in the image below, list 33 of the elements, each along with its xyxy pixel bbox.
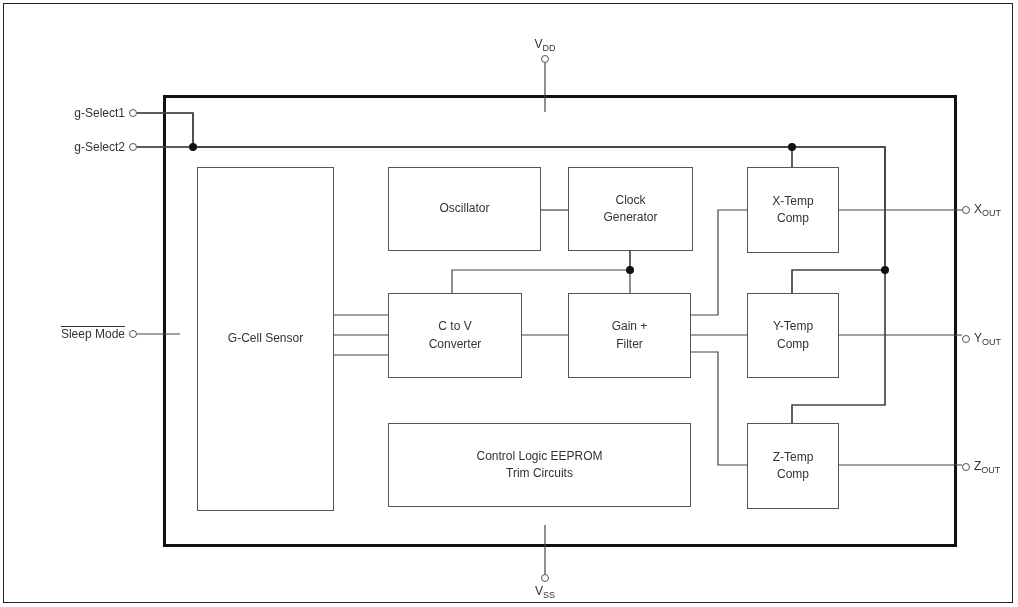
pin-label: g-Select2	[74, 140, 125, 154]
pin-label: g-Select1	[74, 106, 125, 120]
wire	[690, 351, 748, 466]
wire	[333, 354, 389, 356]
pin-label: V$_{SS}$	[535, 584, 555, 601]
pin-label: X$_{OUT}$	[974, 201, 1001, 219]
function-block: Oscillator	[388, 167, 541, 251]
wire	[333, 334, 389, 336]
function-block: Gain + Filter	[568, 293, 691, 378]
pin-label: Y$_{OUT}$	[974, 330, 1001, 348]
wire	[521, 334, 569, 336]
function-block: C to V Converter	[388, 293, 522, 378]
pin-label: Sleep Mode	[60, 327, 125, 341]
wire	[333, 314, 389, 316]
function-block: Clock Generator	[568, 167, 693, 251]
wire	[690, 334, 748, 336]
pin-label: V$_{DD}$	[534, 36, 556, 53]
wire	[838, 464, 963, 466]
wire	[136, 333, 181, 335]
function-block: Control Logic EEPROM Trim Circuits	[388, 423, 691, 507]
function-block: X-Temp Comp	[747, 167, 839, 253]
wire	[544, 524, 546, 575]
function-block: Z-Temp Comp	[747, 423, 839, 509]
wire	[544, 62, 546, 113]
wire	[451, 250, 631, 294]
wire	[540, 209, 569, 211]
wire	[690, 209, 748, 316]
function-block: G-Cell Sensor	[197, 167, 334, 511]
chip-outline	[163, 95, 957, 547]
pin-label: Z$_{OUT}$	[974, 458, 1001, 476]
wire	[838, 334, 963, 336]
wire	[838, 209, 963, 211]
function-block: Y-Temp Comp	[747, 293, 839, 378]
